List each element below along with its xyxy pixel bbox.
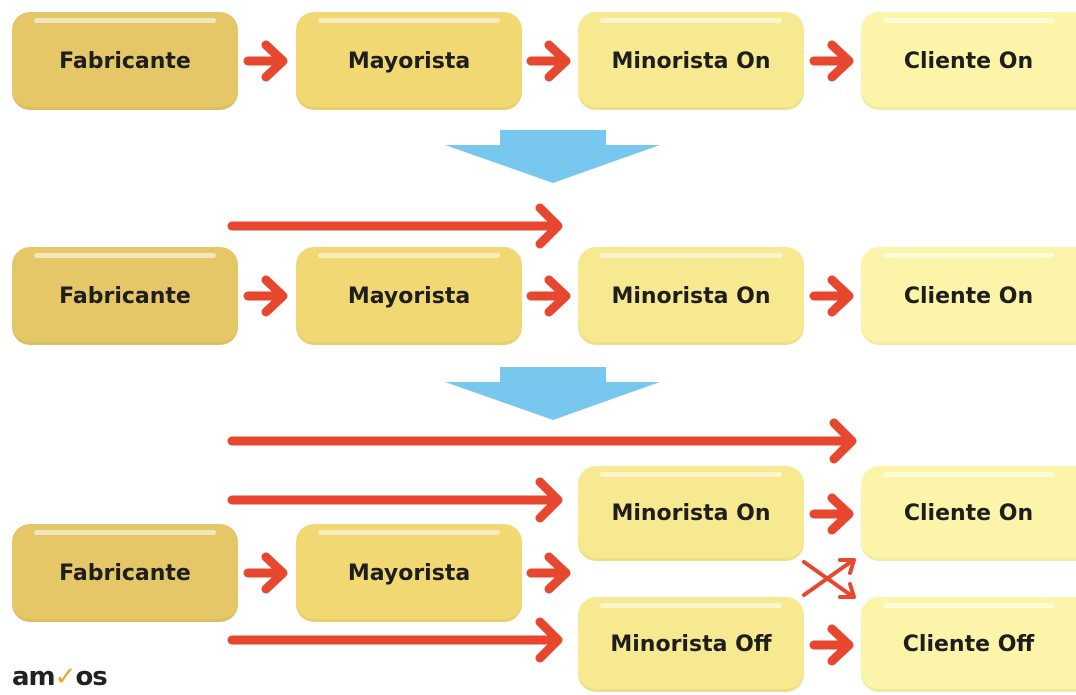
row3-bypass-to-minorista-off-arrow bbox=[227, 617, 563, 663]
row2-minorista-on-label: Minorista On bbox=[611, 283, 771, 309]
row2-cliente-on-label: Cliente On bbox=[903, 283, 1034, 309]
row3-cliente-on-label: Cliente On bbox=[903, 501, 1034, 526]
row2-bypass-arrow bbox=[227, 203, 563, 249]
row1-mayorista-box: Mayorista bbox=[296, 12, 522, 110]
row3-minorista-off-label: Minorista Off bbox=[610, 632, 772, 657]
row1-arrow-3 bbox=[809, 40, 854, 82]
row2-minorista-on-box: Minorista On bbox=[578, 247, 804, 345]
check-icon: ✓ bbox=[54, 662, 77, 692]
row1-cliente-on-label: Cliente On bbox=[903, 48, 1034, 74]
row1-fabricante-box: Fabricante bbox=[12, 12, 238, 110]
row1-minorista-on-label: Minorista On bbox=[611, 48, 771, 74]
row3-fabricante-box: Fabricante bbox=[12, 524, 238, 622]
row2-arrow-1 bbox=[243, 275, 288, 317]
row1-minorista-on-box: Minorista On bbox=[578, 12, 804, 110]
row1-fabricante-label: Fabricante bbox=[59, 48, 191, 74]
row3-bypass-to-minorista-on-arrow bbox=[227, 477, 563, 523]
row1-arrow-1 bbox=[243, 40, 288, 82]
transition-arrow-2 bbox=[445, 367, 660, 420]
row3-mayorista-box: Mayorista bbox=[296, 524, 522, 622]
row3-minorista-on-label: Minorista On bbox=[611, 501, 771, 526]
row3-arrow-1 bbox=[243, 552, 288, 594]
row3-minorista-on-box: Minorista On bbox=[578, 466, 804, 561]
row3-arrow-minorista-off-to-cliente bbox=[809, 624, 854, 666]
row1-arrow-2 bbox=[526, 40, 571, 82]
row3-fabricante-label: Fabricante bbox=[59, 560, 191, 586]
cross-arrows bbox=[802, 558, 856, 599]
row2-cliente-on-box: Cliente On bbox=[861, 247, 1076, 345]
transition-arrow-1 bbox=[445, 130, 660, 183]
row3-cliente-off-box: Cliente Off bbox=[861, 597, 1076, 692]
row3-arrow-minorista-on-to-cliente bbox=[809, 493, 854, 535]
row1-cliente-on-box: Cliente On bbox=[861, 12, 1076, 110]
row3-cliente-on-box: Cliente On bbox=[861, 466, 1076, 561]
row2-fabricante-label: Fabricante bbox=[59, 283, 191, 309]
row2-fabricante-box: Fabricante bbox=[12, 247, 238, 345]
row2-arrow-3 bbox=[809, 275, 854, 317]
row3-arrow-2 bbox=[526, 552, 571, 594]
amvos-logo: amvos am✓os bbox=[12, 662, 108, 692]
row1-mayorista-label: Mayorista bbox=[347, 48, 471, 74]
row3-direct-to-client-arrow bbox=[227, 418, 857, 464]
row2-mayorista-box: Mayorista bbox=[296, 247, 522, 345]
row2-arrow-2 bbox=[526, 275, 571, 317]
row3-mayorista-label: Mayorista bbox=[347, 560, 471, 586]
row2-mayorista-label: Mayorista bbox=[347, 283, 471, 309]
row3-cliente-off-label: Cliente Off bbox=[902, 632, 1035, 657]
row3-minorista-off-box: Minorista Off bbox=[578, 597, 804, 692]
